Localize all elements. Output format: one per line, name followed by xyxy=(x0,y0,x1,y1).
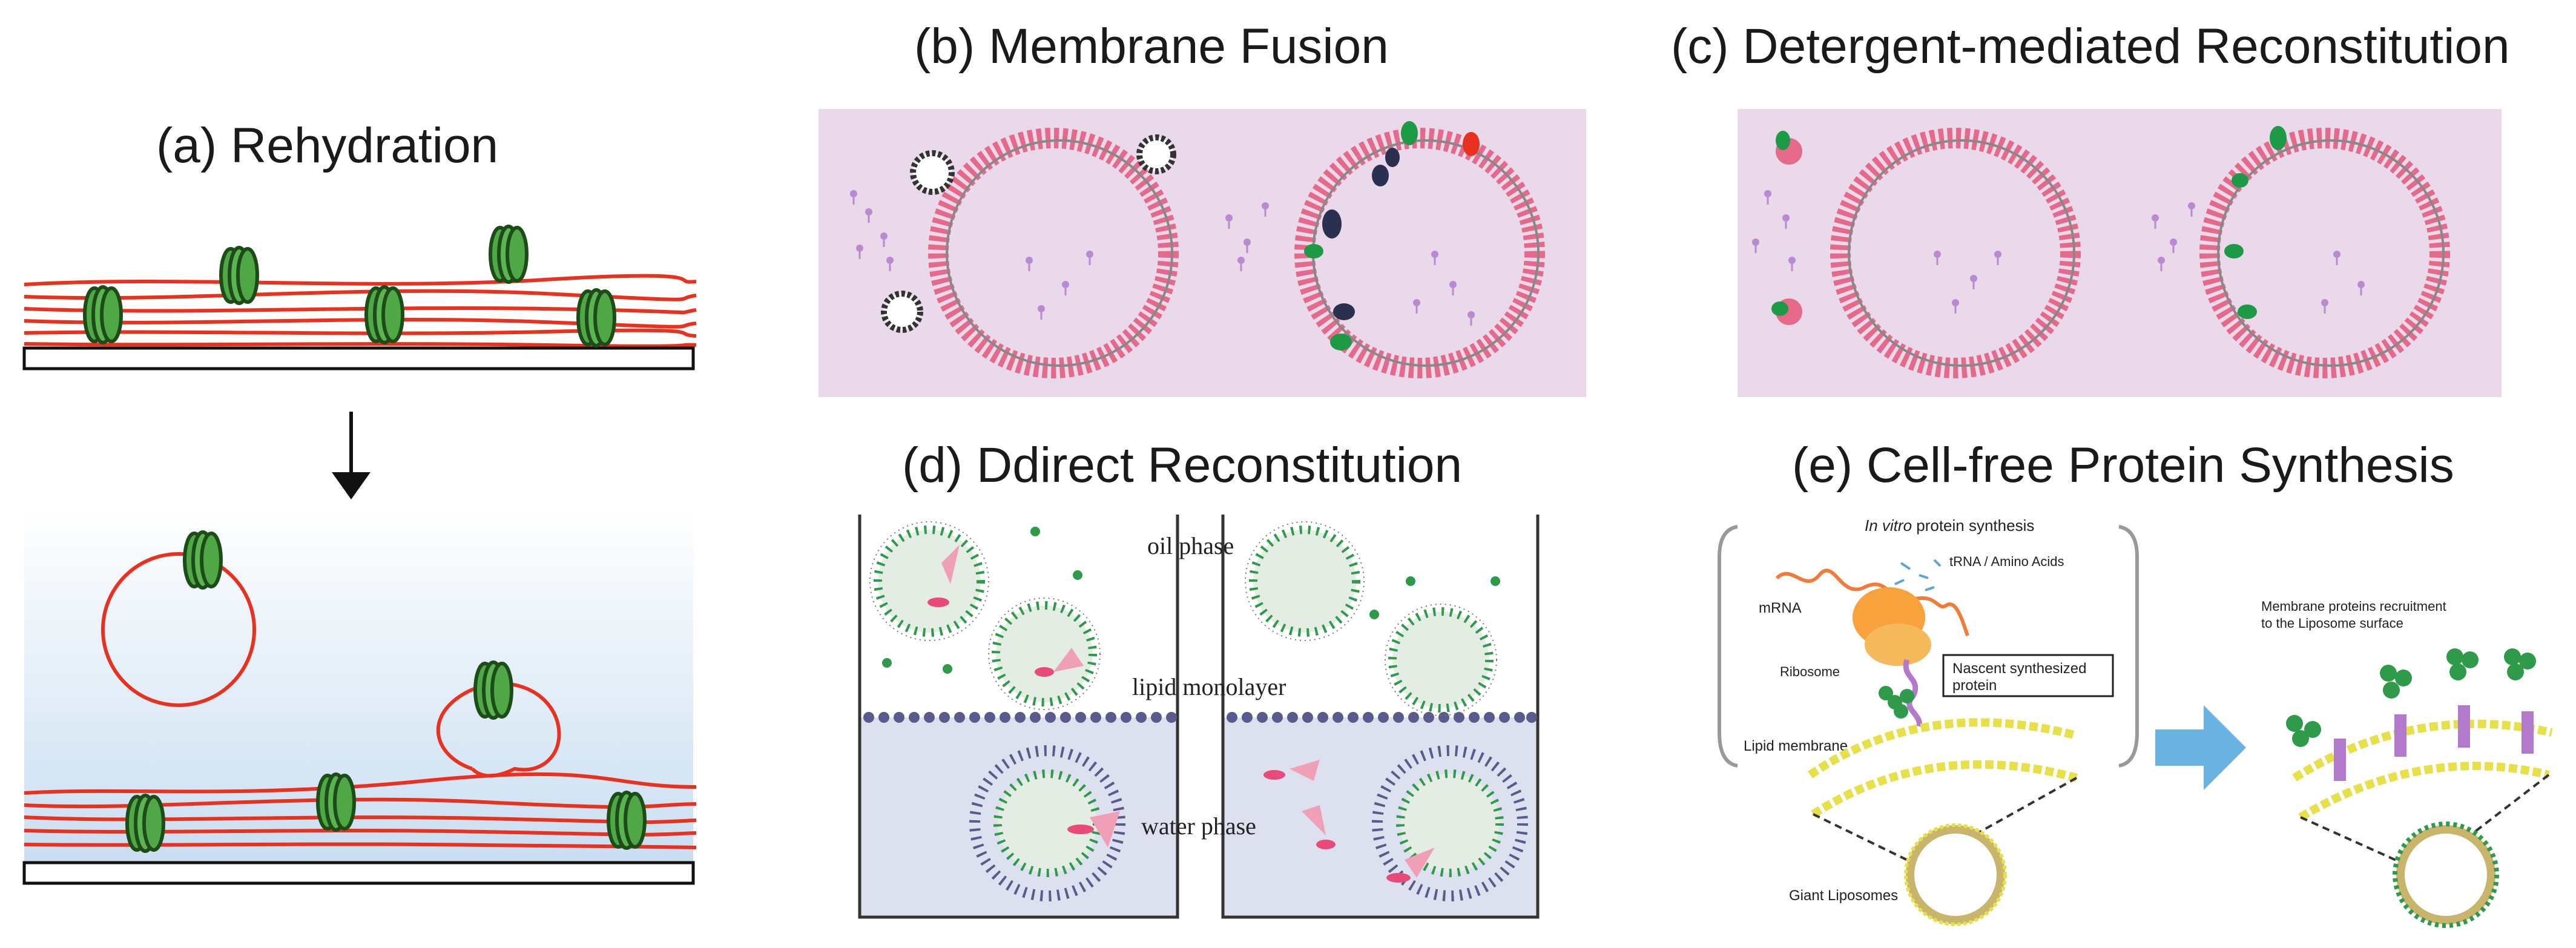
panel-e-diagram: In vitro protein synthesis tRNA / Amino … xyxy=(1718,516,2553,928)
small-vesicle xyxy=(910,150,955,195)
substrate-top xyxy=(22,346,695,370)
panel-b-diagram xyxy=(819,109,1586,397)
giant-liposome-with-proteins xyxy=(2396,825,2495,924)
protein-folded xyxy=(2286,648,2536,747)
container-right xyxy=(1221,515,1540,919)
droplet-encapsulated xyxy=(1372,745,1528,901)
droplet xyxy=(988,597,1101,710)
vesicle xyxy=(101,552,256,707)
protein-icon xyxy=(578,290,614,346)
giant-vesicle xyxy=(928,128,1179,378)
trna-label: tRNA / Amino Acids xyxy=(1949,554,2064,569)
protein-icon xyxy=(475,662,512,718)
protein-icon xyxy=(366,287,403,343)
membrane-protein xyxy=(1401,121,1418,145)
protein-icon xyxy=(490,226,527,282)
water-region xyxy=(24,509,693,863)
membrane-protein xyxy=(1304,244,1323,258)
nascent-label-2: protein xyxy=(1952,677,1997,694)
in-vitro-label: In vitro protein synthesis xyxy=(1865,516,2034,535)
membrane-protein xyxy=(1330,334,1352,351)
monolayer-left xyxy=(863,712,1177,723)
giant-vesicle xyxy=(2199,128,2450,378)
giant-vesicle-outer xyxy=(2217,139,2445,367)
giant-vesicle-outer xyxy=(946,139,1173,367)
droplet-encapsulated xyxy=(969,745,1125,901)
membrane-protein xyxy=(2224,244,2244,258)
lipid-monolayer-label: lipid monolayer xyxy=(1132,673,1286,700)
recruitment-label-2: to the Liposome surface xyxy=(2261,616,2403,631)
detergent-micelle xyxy=(1771,131,1802,325)
lipid-membrane-arc xyxy=(1808,718,2078,778)
lipid-membrane-arc-inner xyxy=(1811,760,2078,818)
panel-a-diagram xyxy=(22,226,697,885)
membrane-protein xyxy=(2238,304,2257,319)
arrow-right-icon xyxy=(2155,705,2246,790)
membrane-protein xyxy=(1372,165,1389,186)
droplet xyxy=(1245,521,1365,641)
ribosome-label: Ribosome xyxy=(1780,664,1840,679)
oil-phase-label: oil phase xyxy=(1147,532,1234,559)
panel-c-title: (c) Detergent-mediated Reconstitution xyxy=(1671,19,2510,74)
lipid-membrane-label: Lipid membrane xyxy=(1744,738,1848,754)
bracket-right xyxy=(2118,525,2139,768)
trna-molecules xyxy=(1894,559,1942,591)
container-left xyxy=(858,515,1179,919)
panel-c-diagram xyxy=(1738,109,2502,397)
protein-icon xyxy=(318,774,354,830)
nascent-label-1: Nascent synthesized xyxy=(1952,660,2086,677)
panel-b-title: (b) Membrane Fusion xyxy=(914,19,1389,74)
membrane-protein xyxy=(2232,173,2248,188)
membrane-protein xyxy=(1333,303,1355,320)
mrna-label: mRNA xyxy=(1759,600,1802,616)
panel-e-title: (e) Cell-free Protein Synthesis xyxy=(1792,438,2454,493)
giant-vesicle xyxy=(1294,128,1545,378)
droplet xyxy=(1385,604,1497,716)
giant-vesicle xyxy=(1830,128,2081,378)
membrane-protein xyxy=(1463,132,1480,156)
protein-folded xyxy=(1879,686,1914,719)
water-phase-label: water phase xyxy=(1141,812,1256,840)
bracket-left xyxy=(1718,525,1738,768)
panel-d-diagram: oil phase lipid monolayer water phase xyxy=(858,515,1540,919)
small-vesicle xyxy=(1136,134,1176,174)
giant-liposome xyxy=(1906,825,2005,924)
budding-vesicle xyxy=(436,682,561,778)
lipid-molecules xyxy=(882,527,1500,674)
giant-liposomes-label: Giant Liposomes xyxy=(1789,887,1898,904)
mrna-strand xyxy=(1775,568,1969,636)
protein-icon xyxy=(221,248,257,303)
nascent-label-box xyxy=(1942,654,2114,697)
giant-vesicle-outer xyxy=(1848,139,2075,367)
recruitment-label-1: Membrane proteins recruitment xyxy=(2261,599,2446,614)
substrate-bottom xyxy=(22,861,695,885)
dry-lipid-film xyxy=(24,274,697,348)
membrane-protein xyxy=(1385,148,1400,167)
arrow-down-icon xyxy=(332,412,371,499)
panel-a-title: (a) Rehydration xyxy=(156,118,499,173)
membrane-protein xyxy=(1322,209,1342,239)
protein-icon xyxy=(127,795,163,851)
free-protein xyxy=(1263,760,1336,849)
membrane-protein xyxy=(2270,126,2287,150)
ribosome-icon xyxy=(1853,587,1931,666)
small-vesicle xyxy=(881,291,923,333)
droplet xyxy=(869,521,989,641)
panel-d-title: (d) Ddirect Reconstitution xyxy=(902,438,1463,493)
protein-icon xyxy=(608,792,645,848)
protein-icon xyxy=(85,287,121,343)
monolayer-right xyxy=(1227,712,1537,723)
membrane-protein-purple xyxy=(2334,705,2534,781)
protein-icon xyxy=(185,532,221,588)
